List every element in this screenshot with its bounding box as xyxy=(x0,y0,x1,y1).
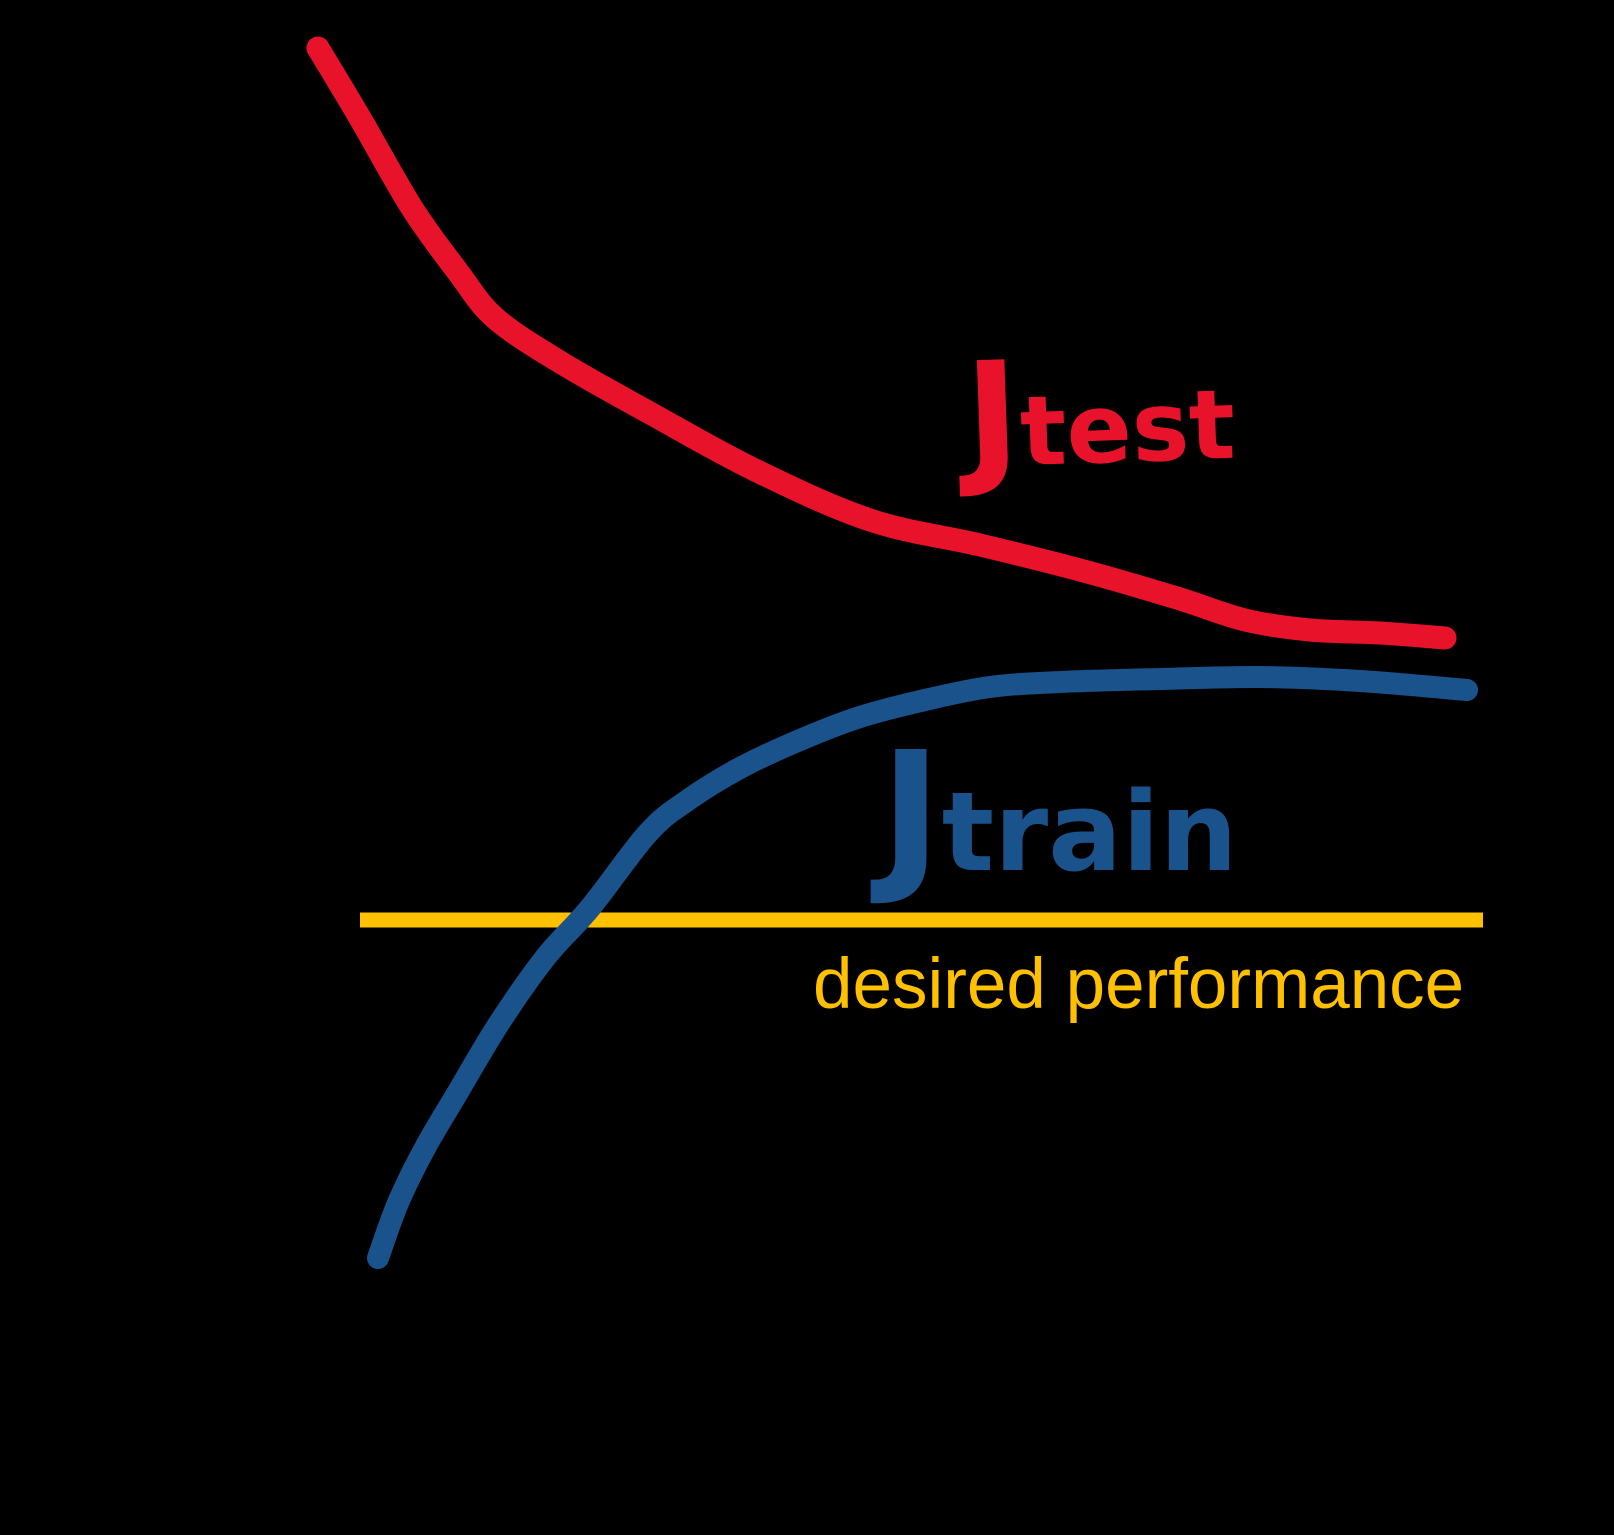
jtrain-label-sub: train xyxy=(941,768,1238,896)
jtest-label-main: J xyxy=(962,330,1023,502)
jtest-label: Jtest xyxy=(962,330,1238,502)
desired-performance-label: desired performance xyxy=(813,945,1465,1024)
jtrain-label-main: J xyxy=(880,717,942,910)
jtest-label-sub: test xyxy=(1018,368,1238,489)
jtest-curve xyxy=(306,36,1457,650)
jtrain-label: Jtrain xyxy=(880,731,1238,897)
jtrain-curve xyxy=(367,665,1478,1269)
